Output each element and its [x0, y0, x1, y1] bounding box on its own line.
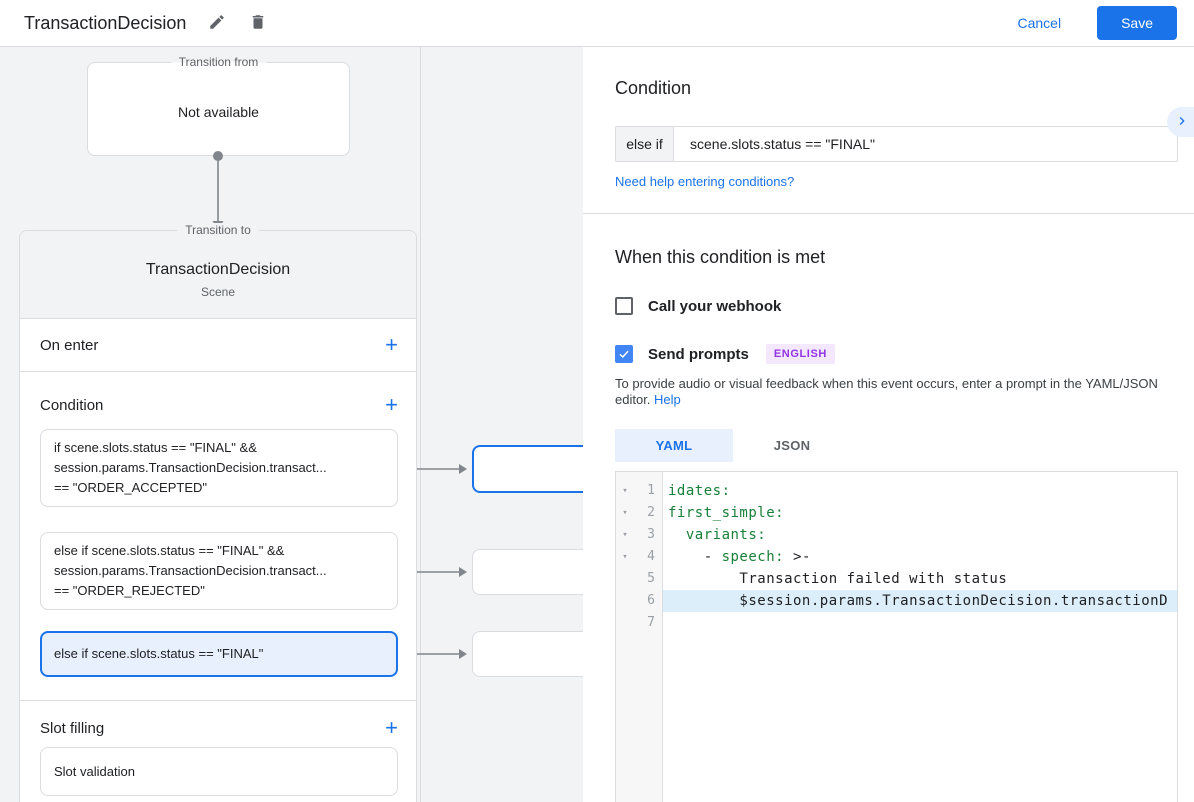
on-enter-section: On enter + [20, 319, 416, 372]
fold-spacer [616, 612, 634, 634]
editor-gutter [616, 472, 663, 802]
condition-card-line: == "ORDER_REJECTED" [54, 583, 205, 598]
condition-card[interactable]: if scene.slots.status == "FINAL" && sessi… [40, 429, 398, 507]
panel-divider [583, 213, 1194, 214]
code-line[interactable]: ▾ 3 variants: [616, 524, 1177, 546]
when-condition-title: When this condition is met [615, 247, 826, 267]
condition-prefix: else if [616, 127, 674, 161]
save-button[interactable]: Save [1097, 6, 1177, 40]
code-text: idates: [668, 483, 731, 499]
transition-target-box-3[interactable] [472, 631, 583, 677]
code-line[interactable]: 7 [616, 612, 1177, 634]
condition-input-group: else if [615, 126, 1178, 162]
condition-card-line: session.params.TransactionDecision.trans… [54, 563, 327, 578]
scene-subtitle: Scene [200, 285, 236, 299]
line-number: 7 [647, 615, 655, 630]
line-number: 3 [647, 527, 655, 542]
cancel-button[interactable]: Cancel [1017, 15, 1062, 31]
top-bar: TransactionDecision Cancel Save [0, 0, 1194, 47]
transition-to-card: Transition to TransactionDecision Scene … [19, 223, 417, 802]
code-line[interactable]: 5 Transaction failed with status [616, 568, 1177, 590]
slot-card-line: Slot validation [54, 764, 135, 779]
condition-expression-input[interactable] [674, 127, 1177, 161]
delete-scene-button[interactable] [248, 13, 268, 33]
code-text [663, 612, 1177, 634]
fold-arrow-icon[interactable]: ▾ [622, 508, 628, 518]
fold-arrow-icon[interactable]: ▾ [622, 552, 628, 562]
canvas-divider-line [420, 47, 421, 802]
condition-card[interactable]: else if scene.slots.status == "FINAL" [40, 631, 398, 677]
panel-title: Condition [615, 78, 692, 98]
add-condition-button[interactable]: + [385, 392, 398, 417]
add-on-enter-button[interactable]: + [385, 332, 398, 357]
fold-spacer [616, 568, 634, 590]
transition-to-legend: Transition to [177, 223, 259, 238]
webhook-label: Call your webhook [648, 297, 782, 315]
language-badge: ENGLISH [765, 344, 835, 364]
flow-canvas: Transition from Not available Transition… [0, 47, 583, 802]
transition-from-box[interactable]: Transition from Not available [87, 55, 350, 156]
condition-card-line: session.params.TransactionDecision.trans… [54, 460, 327, 475]
condition-card-list: if scene.slots.status == "FINAL" && sessi… [20, 429, 416, 677]
code-text: variants: [685, 527, 767, 543]
yaml-code-editor[interactable]: ▾ 1 idates: ▾ 2 first_simple: ▾ 3 variants: ▾ 4 -… [615, 471, 1178, 802]
code-text: - speech: >- [668, 549, 811, 565]
webhook-row: Call your webhook [615, 297, 1178, 315]
fold-arrow-icon[interactable]: ▾ [622, 486, 628, 496]
slot-filling-section: Slot filling + Slot validation [20, 701, 416, 796]
send-prompts-label: Send prompts [648, 345, 749, 363]
tab-yaml[interactable]: YAML [615, 429, 733, 462]
chevron-right-icon [1174, 113, 1190, 132]
trash-icon [249, 13, 267, 34]
editor-tabs: YAML JSON [615, 429, 1178, 462]
fold-arrow-icon[interactable]: ▾ [622, 530, 628, 540]
condition-card-line: else if scene.slots.status == "FINAL" && [54, 543, 285, 558]
prompt-helper-text: To provide audio or visual feedback when… [615, 376, 1158, 407]
condition-editor-panel: Condition else if Need help entering con… [583, 47, 1194, 802]
code-text: Transaction failed with status [668, 571, 1008, 587]
help-link[interactable]: Help [654, 392, 681, 407]
condition-help-link[interactable]: Need help entering conditions? [615, 174, 795, 189]
line-number: 5 [647, 571, 655, 586]
collapse-panel-button[interactable] [1167, 107, 1194, 137]
edit-scene-button[interactable] [207, 13, 227, 33]
code-line[interactable]: ▾ 4 - speech: >- [616, 546, 1177, 568]
page-title: TransactionDecision [24, 12, 187, 33]
pencil-icon [208, 13, 226, 34]
condition-card-line: == "ORDER_ACCEPTED" [54, 480, 207, 495]
scene-card-header[interactable]: TransactionDecision Scene [20, 231, 416, 319]
condition-card[interactable]: else if scene.slots.status == "FINAL" &&… [40, 532, 398, 610]
code-line[interactable]: ▾ 2 first_simple: [616, 502, 1177, 524]
fold-spacer [616, 590, 634, 612]
condition-card-line: if scene.slots.status == "FINAL" && [54, 440, 257, 455]
condition-card-line: else if scene.slots.status == "FINAL" [54, 646, 264, 661]
transition-from-legend: Transition from [170, 55, 267, 70]
code-text: $session.params.TransactionDecision.tran… [663, 590, 1177, 612]
condition-section: Condition + if scene.slots.status == "FI… [20, 372, 416, 701]
slot-card-list: Slot validation [20, 747, 416, 796]
scene-title: TransactionDecision [145, 261, 291, 278]
slot-validation-card[interactable]: Slot validation [40, 747, 398, 796]
code-line[interactable]: ▾ 1 idates: [616, 480, 1177, 502]
transition-target-box-2[interactable] [472, 549, 583, 595]
code-text: first_simple: [668, 505, 785, 521]
transition-from-value: Not available [178, 104, 259, 120]
on-enter-label: On enter [40, 336, 99, 354]
send-prompts-checkbox[interactable] [615, 345, 633, 363]
code-line[interactable]: 6 $session.params.TransactionDecision.tr… [616, 590, 1177, 612]
line-number: 2 [647, 505, 655, 520]
slot-filling-label: Slot filling [40, 719, 105, 737]
transition-target-box-1[interactable] [472, 445, 583, 493]
line-number: 4 [647, 549, 655, 564]
condition-section-label: Condition [40, 396, 104, 414]
send-prompts-row: Send prompts ENGLISH [615, 344, 1178, 364]
tab-json[interactable]: JSON [773, 438, 811, 453]
webhook-checkbox[interactable] [615, 297, 633, 315]
line-number: 6 [647, 593, 655, 608]
line-number: 1 [647, 483, 655, 498]
add-slot-button[interactable]: + [385, 715, 398, 740]
